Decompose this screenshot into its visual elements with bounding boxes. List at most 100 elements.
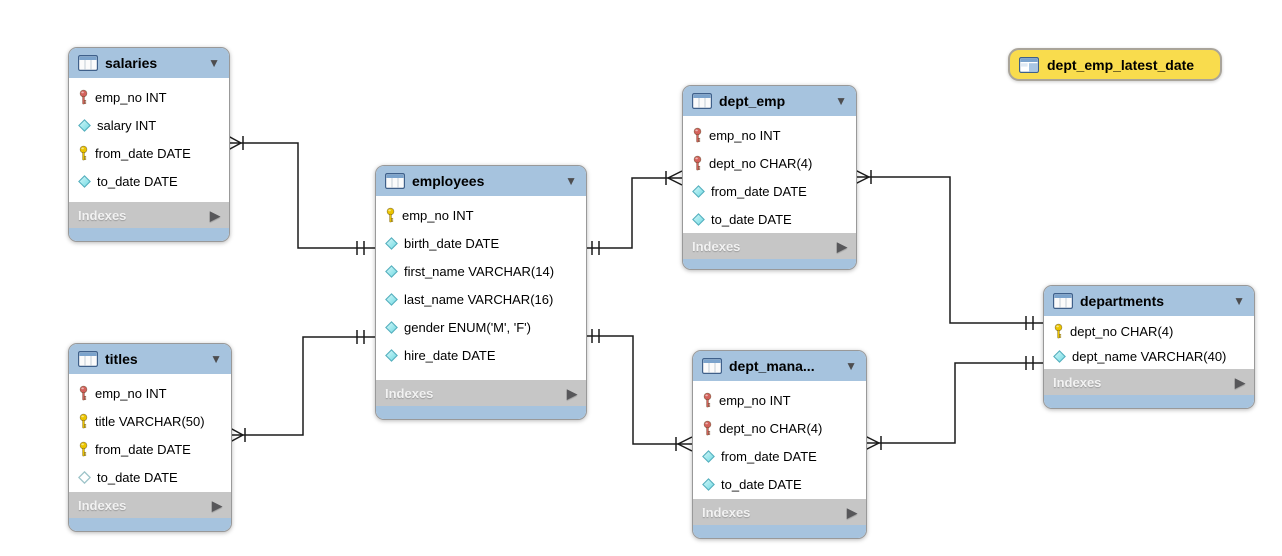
table-departments-header[interactable]: departments ▼ [1044,286,1254,316]
primary-key-icon [1053,323,1064,340]
column-hire_date[interactable]: hire_date DATE [376,341,586,369]
column-emp_no[interactable]: emp_no INT [376,201,586,229]
table-bottom-cap [1044,395,1254,408]
table-dept-emp-header[interactable]: dept_emp ▼ [683,86,856,116]
table-salaries-columns: emp_no INT salary INT from_date DATE to_… [69,78,229,202]
relationship-dept-emp-departments[interactable] [854,169,1043,330]
column-dept_no[interactable]: dept_no CHAR(4) [683,149,856,177]
table-titles-columns: emp_no INT title VARCHAR(50) from_date D… [69,374,231,492]
table-title: departments [1080,293,1165,309]
table-salaries-header[interactable]: salaries ▼ [69,48,229,78]
primary-key-icon [78,145,89,162]
table-dept-emp[interactable]: dept_emp ▼ emp_no INT dept_no CHAR(4) fr… [682,85,857,270]
relationship-employees-dept-manager[interactable] [585,329,693,452]
table-title: employees [412,173,485,189]
table-icon [78,351,98,367]
column-dept_no[interactable]: dept_no CHAR(4) [1044,319,1254,344]
column-last_name[interactable]: last_name VARCHAR(16) [376,285,586,313]
column-salary[interactable]: salary INT [69,111,229,139]
column-to_date[interactable]: to_date DATE [69,167,229,195]
column-birth_date[interactable]: birth_date DATE [376,229,586,257]
relationship-employees-dept-emp[interactable] [585,170,683,255]
indexes-section[interactable]: Indexes ▶ [69,202,229,228]
table-bottom-cap [69,518,231,531]
relationship-salaries-employees[interactable] [227,135,375,255]
table-icon [692,93,712,109]
column-dept_no[interactable]: dept_no CHAR(4) [693,414,866,442]
table-title: dept_emp [719,93,786,109]
column-emp_no[interactable]: emp_no INT [69,379,231,407]
column-diamond-icon [702,478,715,491]
collapse-arrow-icon[interactable]: ▼ [565,174,577,188]
table-employees[interactable]: employees ▼ emp_no INT birth_date DATE f… [375,165,587,420]
table-titles-header[interactable]: titles ▼ [69,344,231,374]
table-bottom-cap [376,406,586,419]
indexes-section[interactable]: Indexes ▶ [69,492,231,518]
primary-foreign-key-icon [702,392,713,409]
view-dept-emp-latest-date[interactable]: dept_emp_latest_date [1008,48,1222,81]
expand-arrow-icon[interactable]: ▶ [847,504,857,520]
table-icon [702,358,722,374]
collapse-arrow-icon[interactable]: ▼ [210,352,222,366]
nullable-column-diamond-icon [78,471,91,484]
indexes-section[interactable]: Indexes ▶ [1044,369,1254,395]
column-diamond-icon [78,119,91,132]
column-diamond-icon [385,293,398,306]
expand-arrow-icon[interactable]: ▶ [567,385,577,401]
column-from_date[interactable]: from_date DATE [69,435,231,463]
expand-arrow-icon[interactable]: ▶ [837,238,847,254]
table-employees-columns: emp_no INT birth_date DATE first_name VA… [376,196,586,380]
column-dept_name[interactable]: dept_name VARCHAR(40) [1044,344,1254,369]
table-title: salaries [105,55,158,71]
expand-arrow-icon[interactable]: ▶ [212,497,222,513]
primary-key-icon [385,207,396,224]
column-to_date[interactable]: to_date DATE [69,463,231,491]
relationship-dept-manager-departments[interactable] [864,356,1043,451]
expand-arrow-icon[interactable]: ▶ [1235,374,1245,390]
column-diamond-icon [692,213,705,226]
table-titles[interactable]: titles ▼ emp_no INT title VARCHAR(50) fr… [68,343,232,532]
table-dept-manager-header[interactable]: dept_mana... ▼ [693,351,866,381]
table-title: titles [105,351,138,367]
collapse-arrow-icon[interactable]: ▼ [835,94,847,108]
table-dept-emp-columns: emp_no INT dept_no CHAR(4) from_date DAT… [683,116,856,233]
column-diamond-icon [385,321,398,334]
table-dept-manager[interactable]: dept_mana... ▼ emp_no INT dept_no CHAR(4… [692,350,867,539]
column-to_date[interactable]: to_date DATE [683,205,856,233]
column-from_date[interactable]: from_date DATE [683,177,856,205]
table-bottom-cap [693,525,866,538]
column-to_date[interactable]: to_date DATE [693,470,866,498]
view-icon [1019,57,1039,73]
table-bottom-cap [683,259,856,269]
column-diamond-icon [385,265,398,278]
table-icon [1053,293,1073,309]
table-salaries[interactable]: salaries ▼ emp_no INT salary INT from_da… [68,47,230,242]
primary-foreign-key-icon [702,420,713,437]
column-from_date[interactable]: from_date DATE [69,139,229,167]
table-dept-manager-columns: emp_no INT dept_no CHAR(4) from_date DAT… [693,381,866,499]
column-title[interactable]: title VARCHAR(50) [69,407,231,435]
indexes-section[interactable]: Indexes ▶ [376,380,586,406]
collapse-arrow-icon[interactable]: ▼ [1233,294,1245,308]
column-diamond-icon [692,185,705,198]
relationship-titles-employees[interactable] [229,330,375,443]
primary-foreign-key-icon [692,155,703,172]
column-diamond-icon [78,175,91,188]
column-emp_no[interactable]: emp_no INT [693,386,866,414]
column-gender[interactable]: gender ENUM('M', 'F') [376,313,586,341]
expand-arrow-icon[interactable]: ▶ [210,207,220,223]
table-departments[interactable]: departments ▼ dept_no CHAR(4) dept_name … [1043,285,1255,409]
indexes-section[interactable]: Indexes ▶ [693,499,866,525]
column-emp_no[interactable]: emp_no INT [69,83,229,111]
collapse-arrow-icon[interactable]: ▼ [845,359,857,373]
primary-key-icon [78,413,89,430]
collapse-arrow-icon[interactable]: ▼ [208,56,220,70]
column-emp_no[interactable]: emp_no INT [683,121,856,149]
indexes-section[interactable]: Indexes ▶ [683,233,856,259]
column-first_name[interactable]: first_name VARCHAR(14) [376,257,586,285]
column-from_date[interactable]: from_date DATE [693,442,866,470]
table-employees-header[interactable]: employees ▼ [376,166,586,196]
primary-key-icon [78,441,89,458]
